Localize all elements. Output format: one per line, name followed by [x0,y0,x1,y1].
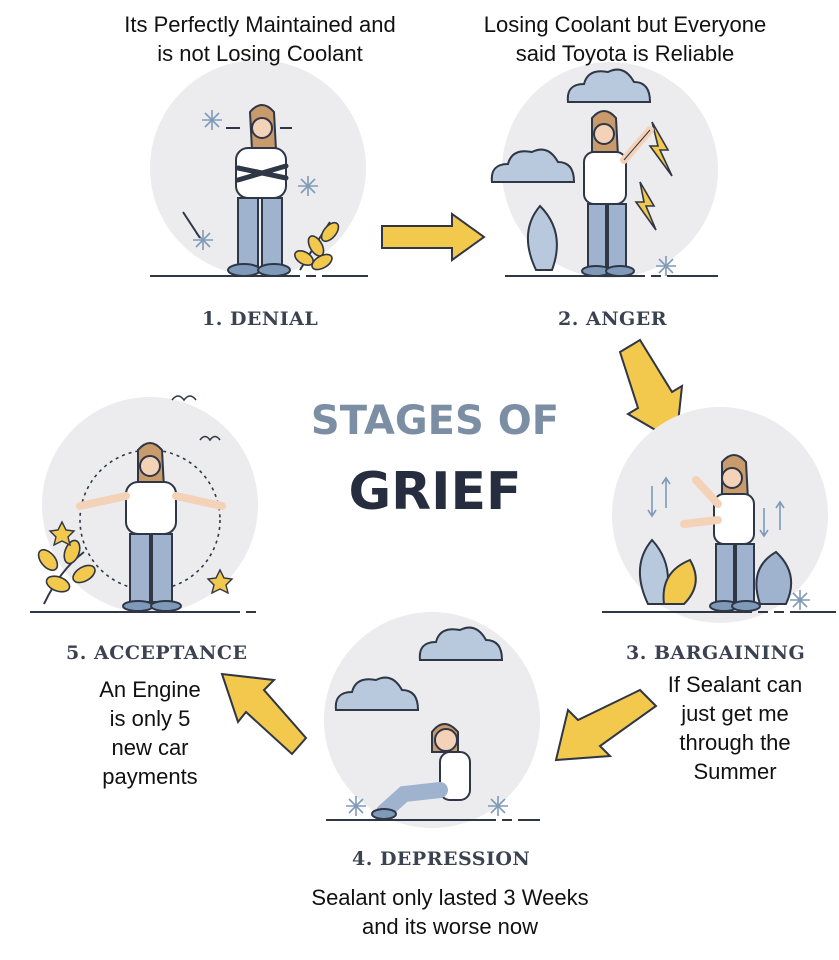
caption-line: Summer [693,759,777,784]
stage-label-acceptance: 5. ACCEPTANCE [66,642,248,664]
bird-icon [171,395,197,402]
stage-label-bargaining: 3. BARGAINING [626,642,806,664]
caption-denial: Its Perfectly Maintained and is not Losi… [90,10,430,68]
caption-line: is only 5 [109,706,191,731]
stage-acceptance-illustration [30,395,262,613]
arrow-down-icon [618,338,684,444]
bird-icon [199,435,221,442]
caption-line: Sealant only lasted 3 Weeks [311,885,589,910]
caption-line: An Engine [99,677,201,702]
stage-label-depression: 4. DEPRESSION [352,848,531,870]
caption-acceptance: An Engine is only 5 new car payments [70,675,230,791]
lightning-bolt-icon [634,181,657,231]
stage-anger-illustration [490,62,718,278]
caption-line: If Sealant can [667,672,803,697]
star-icon [48,520,76,547]
caption-line: payments [102,764,198,789]
caption-depression: Sealant only lasted 3 Weeks and its wors… [270,883,630,941]
caption-line: said Toyota is Reliable [515,41,735,66]
stage-depression-illustration [324,612,540,828]
arrow-down-left-icon [554,688,658,762]
stage-label-anger: 2. ANGER [558,308,668,330]
caption-bargaining: If Sealant can just get me through the S… [640,670,830,786]
sparkle-icon [345,795,367,817]
caption-line: is not Losing Coolant [157,41,363,66]
arrow-up-left-icon [220,672,308,756]
sparkle-icon [201,109,223,131]
stage-denial-illustration [150,60,368,277]
caption-line: Its Perfectly Maintained and [124,12,396,37]
title-line-1: STAGES OF [310,398,560,444]
caption-line: Losing Coolant but Everyone [483,12,767,37]
sparkle-icon [297,175,319,197]
lightning-bolt-icon [648,121,673,177]
stage-bargaining-illustration [602,407,836,623]
up-down-arrows-icon [647,476,785,538]
sparkle-icon [789,589,811,611]
arrow-right-icon [381,212,486,262]
caption-line: and its worse now [361,914,539,939]
caption-anger: Losing Coolant but Everyone said Toyota … [450,10,800,68]
leaf-icon [755,550,793,605]
stage-label-denial: 1. DENIAL [202,308,319,330]
leaf-icon [294,221,340,271]
sparkle-icon [655,255,677,277]
leaf-icon [662,558,697,605]
caption-line: through the [679,730,791,755]
caption-line: new car [111,735,189,760]
sparkle-icon [487,795,509,817]
title-line-2: GRIEF [348,462,522,522]
star-icon [206,568,234,595]
caption-line: just get me [681,701,789,726]
leaf-icon [526,204,558,271]
leaf-icon [37,539,96,605]
